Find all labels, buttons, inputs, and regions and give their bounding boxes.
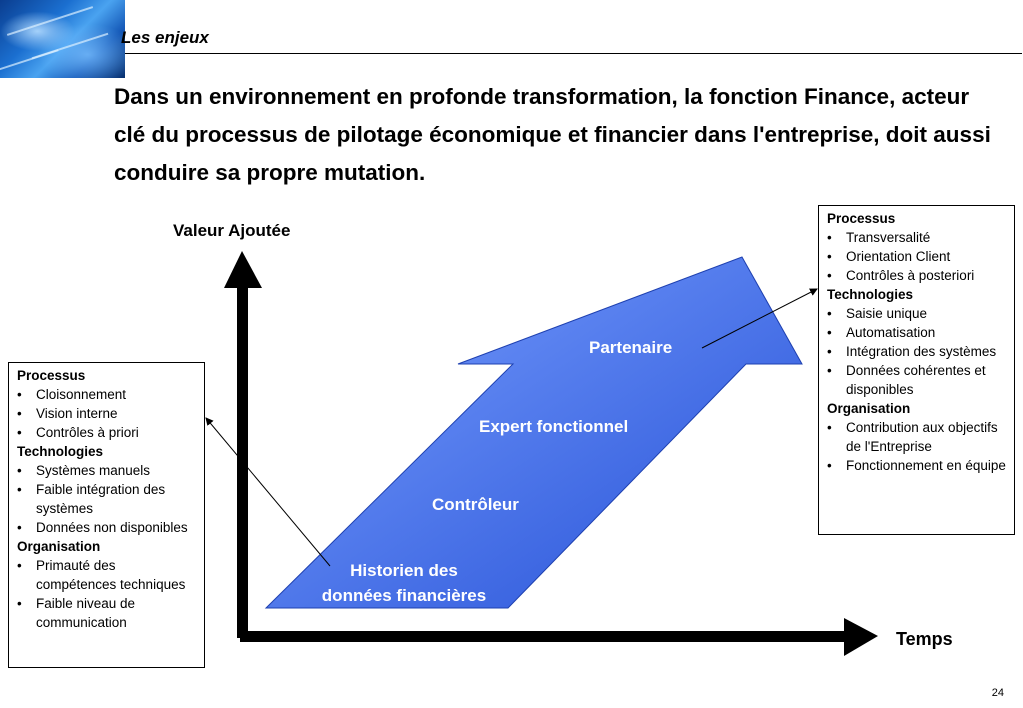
x-axis-line [240,631,848,642]
right-box-list-item: Contrôles à posteriori [827,266,1006,285]
right-box-list: Contribution aux objectifs de l'Entrepri… [827,418,1006,475]
left-box-list: CloisonnementVision interneContrôles à p… [17,385,196,442]
right-box-list-item: Contribution aux objectifs de l'Entrepri… [827,418,1006,456]
right-box-list-item: Intégration des systèmes [827,342,1006,361]
y-axis-label: Valeur Ajoutée [173,221,291,240]
left-box-list-item: Faible niveau de communication [17,594,196,632]
left-box-list-item: Systèmes manuels [17,461,196,480]
left-box-list-item: Cloisonnement [17,385,196,404]
x-axis-label: Temps [896,629,953,649]
right-connector-line [701,288,818,349]
left-box-list: Primauté des compétences techniquesFaibl… [17,556,196,632]
headline: Dans un environnement en profonde transf… [114,84,991,185]
stage-label-expert-fonctionnel: Expert fonctionnel [479,417,629,436]
right-box-heading: Processus [827,211,896,226]
left-box-list-item: Contrôles à priori [17,423,196,442]
section-title: Les enjeux [121,28,209,47]
right-box-list-item: Saisie unique [827,304,1006,323]
growth-arrow [264,256,803,609]
left-box-list-item: Primauté des compétences techniques [17,556,196,594]
stage-label-partenaire: Partenaire [589,338,673,357]
left-box-list-item: Données non disponibles [17,518,196,537]
title-divider [125,53,1022,54]
right-box-list-item: Fonctionnement en équipe [827,456,1006,475]
y-axis-arrowhead [224,251,262,288]
target-state-box: ProcessusTransversalitéOrientation Clien… [818,205,1015,535]
stage-label-historien: Historien des données financières [321,561,487,605]
page-number: 24 [991,687,1004,699]
right-box-list: TransversalitéOrientation ClientContrôle… [827,228,1006,285]
left-box-heading: Technologies [17,444,104,459]
left-box-list-item: Faible intégration des systèmes [17,480,196,518]
right-box-list-item: Automatisation [827,323,1006,342]
left-connector-line [205,417,331,567]
corner-globe-image [0,0,125,78]
right-box-list-item: Données cohérentes et disponibles [827,361,1006,399]
right-box-heading: Technologies [827,287,914,302]
right-box-list-item: Transversalité [827,228,1006,247]
current-state-box: ProcessusCloisonnementVision interneCont… [8,362,205,668]
right-box-list: Saisie uniqueAutomatisationIntégration d… [827,304,1006,399]
left-box-list: Systèmes manuelsFaible intégration des s… [17,461,196,537]
x-axis-arrowhead [844,618,878,656]
right-box-list-item: Orientation Client [827,247,1006,266]
left-box-heading: Organisation [17,539,101,554]
left-box-list-item: Vision interne [17,404,196,423]
stage-label-controleur: Contrôleur [432,495,519,514]
right-box-heading: Organisation [827,401,911,416]
left-box-heading: Processus [17,368,86,383]
